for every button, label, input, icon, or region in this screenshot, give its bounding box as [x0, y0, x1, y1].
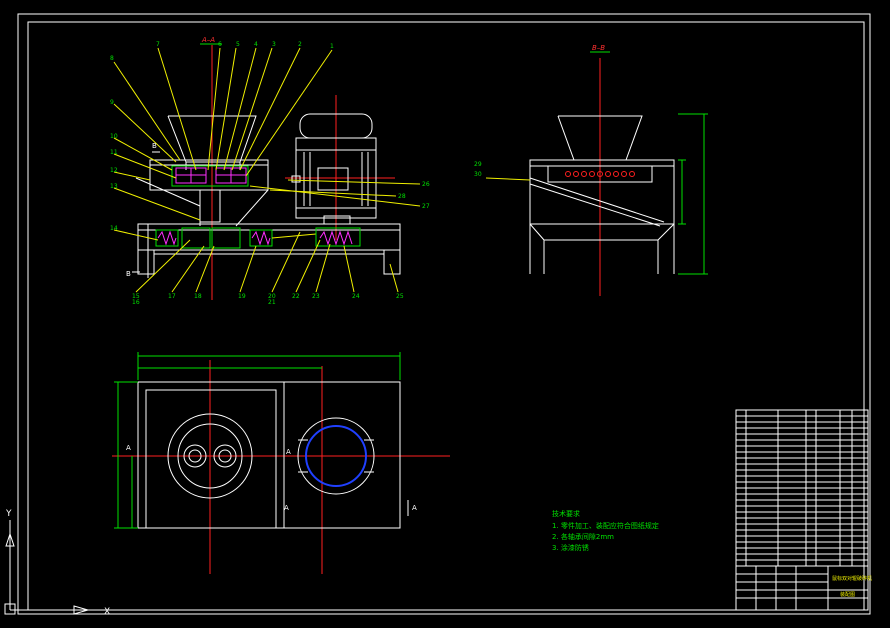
part-numbers-right: 26 27 28	[398, 181, 430, 210]
bb-leg-left	[529, 223, 545, 274]
y-axis-label: Y	[5, 509, 12, 519]
part-number: 15	[132, 293, 140, 300]
section-aa-view: A–A	[110, 36, 430, 306]
inner-border	[27, 21, 865, 611]
parts-list-rows	[736, 415, 868, 561]
part-number: 11	[110, 149, 118, 156]
part-number: 9	[110, 99, 114, 106]
discharge-chute	[135, 177, 269, 227]
leaders-top	[113, 47, 333, 177]
rollers-hatch	[175, 167, 247, 184]
motor-circle-outer	[297, 417, 375, 495]
part-number: 10	[110, 133, 118, 140]
section-marker-b-top: B	[152, 142, 157, 150]
machine-base	[137, 223, 401, 278]
bb-leg-right	[657, 223, 675, 274]
notes-title: 技术要求	[552, 509, 580, 518]
motor-fins	[303, 152, 369, 206]
title-block: 鼠标双对辊破碎机 装配图	[735, 409, 872, 611]
part-number: 8	[110, 55, 114, 62]
plan-marker-a-bottom: A	[284, 504, 289, 512]
outer-border	[17, 13, 871, 615]
section-bb-label: B–B	[592, 44, 605, 52]
ucs-axis-icon: Y X	[4, 509, 110, 617]
technical-notes: 技术要求 1. 零件加工、装配应符合图纸规定 2. 各轴承间隙2mm 3. 涂漆…	[552, 509, 659, 552]
part-number: 16	[132, 299, 140, 306]
part-number: 28	[398, 193, 406, 200]
part-number: 4	[254, 41, 258, 48]
part-number: 12	[110, 167, 118, 174]
roller-right	[213, 444, 237, 468]
bb-chute	[529, 177, 665, 223]
crusher-housing	[149, 159, 269, 191]
title-block-name: 鼠标双对辊破碎机	[832, 575, 872, 582]
leaders-bottom	[135, 231, 399, 293]
part-number: 2	[298, 41, 302, 48]
section-marker-b-bottom: B	[126, 270, 131, 278]
part-number: 6	[218, 41, 222, 48]
part-number: 18	[194, 293, 202, 300]
part-numbers-top: 8 7 6 5 4 3 2 1	[110, 41, 334, 62]
note-line: 3. 涂漆防锈	[552, 543, 589, 552]
part-numbers-bottom: 15 16 17 18 19 20 21 22 23 24 25	[132, 293, 404, 306]
part-number: 1	[330, 43, 334, 50]
part-numbers-left: 9 10 11 12 13 14	[110, 99, 118, 232]
belt-drive	[155, 227, 361, 249]
drawing-frame	[17, 13, 871, 615]
plan-marker-a-right: A	[412, 504, 417, 512]
section-aa-label: A–A	[201, 36, 215, 44]
plan-marker-a-left: A	[126, 444, 131, 452]
note-line: 1. 零件加工、装配应符合图纸规定	[552, 521, 659, 530]
part-number: 27	[422, 203, 430, 210]
part-number: 20	[268, 293, 276, 300]
part-number: 21	[268, 299, 276, 306]
crusher-housing-circle	[167, 413, 253, 499]
part-number: 23	[312, 293, 320, 300]
bb-callout: 30	[474, 171, 482, 178]
part-number: 24	[352, 293, 360, 300]
plan-view: A A A A	[112, 352, 450, 574]
part-number: 5	[236, 41, 240, 48]
motor-bearing-circle	[305, 425, 367, 487]
leaders-left	[113, 103, 201, 241]
part-number: 13	[110, 183, 118, 190]
part-number: 19	[238, 293, 246, 300]
note-line: 2. 各轴承间隙2mm	[552, 532, 614, 541]
plan-base-outline	[137, 381, 401, 529]
x-axis-label: X	[104, 607, 110, 617]
part-number: 3	[272, 41, 276, 48]
leaders-right	[249, 179, 421, 207]
part-number: 7	[156, 41, 160, 48]
plan-marker-a-center: A	[286, 448, 291, 456]
part-number: 14	[110, 225, 118, 232]
part-number: 26	[422, 181, 430, 188]
title-block-drawing-label: 装配图	[840, 591, 855, 598]
roller-left	[183, 444, 207, 468]
part-number: 17	[168, 293, 176, 300]
part-number: 22	[292, 293, 300, 300]
motor	[291, 113, 377, 225]
part-number: 25	[396, 293, 404, 300]
section-bb-view: B–B 29	[474, 44, 708, 296]
bb-roller-teeth	[565, 171, 635, 177]
bb-callout: 29	[474, 161, 482, 168]
